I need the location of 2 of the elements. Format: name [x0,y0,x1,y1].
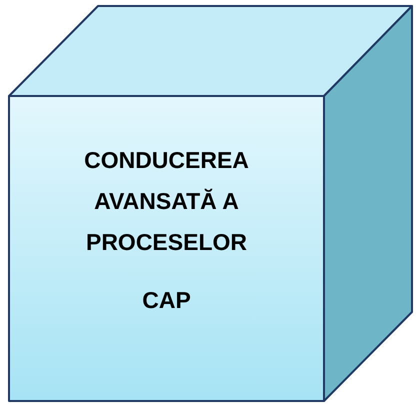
node-abbreviation: CAP [142,286,191,315]
node-title: CONDUCEREA AVANSATĂ A PROCESELOR [83,146,250,257]
